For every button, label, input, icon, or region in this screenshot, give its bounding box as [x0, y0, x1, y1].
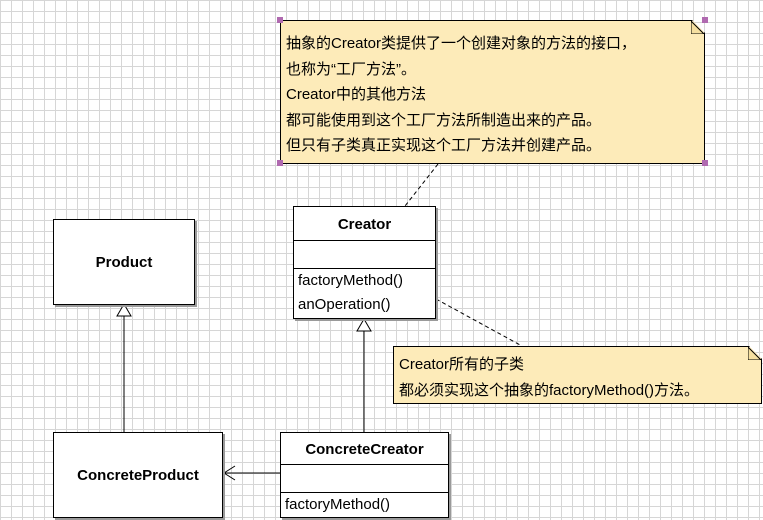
generalization-arrow-product	[116, 303, 132, 317]
class-product[interactable]: Product	[53, 219, 195, 305]
class-concrete-creator-attributes	[281, 464, 448, 492]
generalization-arrow-creator	[356, 318, 372, 332]
note-subclass-fold-icon	[748, 347, 761, 360]
operation-factory-method[interactable]: factoryMethod()	[298, 272, 404, 289]
class-product-name: Product	[95, 253, 153, 271]
note-creator-line-3: Creator中的其他方法	[286, 86, 427, 103]
note-subclass[interactable]: Creator所有的子类 都必须实现这个抽象的factoryMethod()方法…	[393, 346, 762, 404]
operation-factory-method-impl[interactable]: factoryMethod()	[285, 496, 391, 513]
note-creator-line-2: 也称为“工厂方法”。	[286, 60, 416, 78]
class-creator-name: Creator	[337, 216, 392, 233]
operation-an-operation[interactable]: anOperation()	[298, 296, 391, 313]
note-subclass-line-1: Creator所有的子类	[399, 356, 525, 373]
note-creator-line-1: 抽象的Creator类提供了一个创建对象的方法的接口，	[286, 35, 637, 52]
selection-handle-top-left[interactable]	[277, 17, 283, 23]
class-concrete-creator-operations: factoryMethod()	[281, 492, 448, 517]
selection-handle-bottom-left[interactable]	[277, 160, 283, 166]
class-creator-operations: factoryMethod() anOperation()	[294, 268, 435, 317]
class-concrete-product-name: ConcreteProduct	[77, 466, 199, 484]
note-creator-line-5: 但只有子类真正实现这个工厂方法并创建产品。	[286, 137, 602, 154]
dependency-arrowhead	[223, 465, 236, 481]
note-creator-fold-icon	[691, 21, 704, 34]
selection-handle-bottom-right[interactable]	[702, 160, 708, 166]
note-anchor-subclass	[435, 298, 523, 347]
note-anchor-creator	[404, 163, 439, 207]
class-concrete-product[interactable]: ConcreteProduct	[53, 432, 223, 518]
note-subclass-line-2: 都必须实现这个抽象的factoryMethod()方法。	[399, 381, 700, 399]
class-creator-attributes	[294, 240, 435, 268]
class-concrete-creator-name: ConcreteCreator	[305, 441, 424, 458]
class-concrete-creator[interactable]: ConcreteCreator factoryMethod()	[280, 432, 449, 518]
note-creator-line-4: 都可能使用到这个工厂方法所制造出来的产品。	[286, 111, 602, 129]
class-creator[interactable]: Creator factoryMethod() anOperation()	[293, 206, 436, 319]
note-creator[interactable]: 抽象的Creator类提供了一个创建对象的方法的接口， 也称为“工厂方法”。 C…	[280, 20, 705, 164]
selection-handle-top-right[interactable]	[702, 17, 708, 23]
